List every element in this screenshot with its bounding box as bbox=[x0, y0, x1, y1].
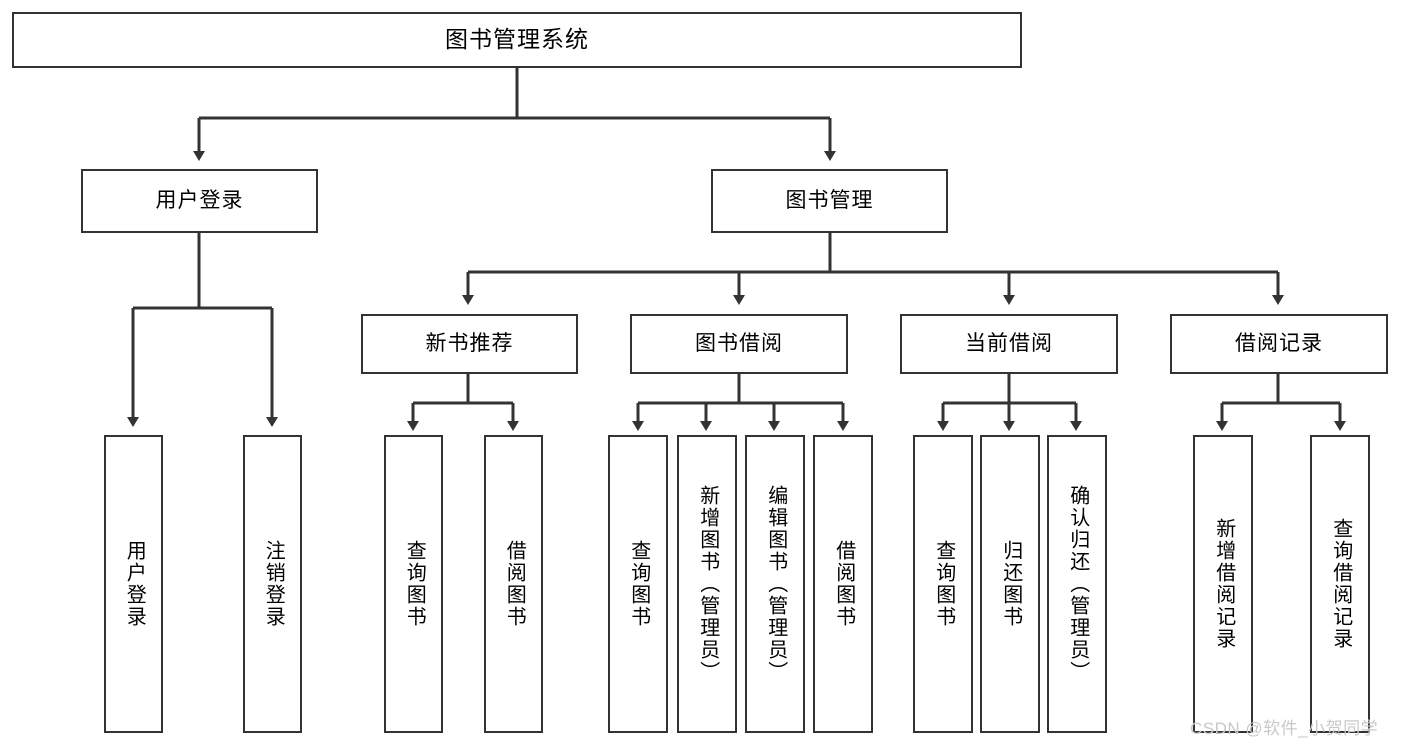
node-book-management[interactable]: 图书管理 bbox=[711, 169, 948, 233]
csdn-watermark: CSDN @软件_小贺同学 bbox=[1190, 719, 1379, 738]
leaf-current-return-book-label: 归还图书 bbox=[999, 540, 1022, 628]
leaf-record-add-record[interactable]: 新增借阅记录 bbox=[1193, 435, 1253, 733]
node-new-book-recommend[interactable]: 新书推荐 bbox=[361, 314, 578, 374]
leaf-borrow-add-book[interactable]: 新增图书（管理员） bbox=[677, 435, 737, 733]
node-book-borrow[interactable]: 图书借阅 bbox=[630, 314, 848, 374]
leaf-user-login-logout[interactable]: 注销登录 bbox=[243, 435, 302, 733]
node-new-book-recommend-label: 新书推荐 bbox=[425, 331, 514, 355]
leaf-recommend-query-book-label: 查询图书 bbox=[403, 540, 426, 628]
leaf-borrow-query-book[interactable]: 查询图书 bbox=[608, 435, 668, 733]
leaf-current-confirm-return-label: 确认归还（管理员） bbox=[1066, 485, 1089, 683]
leaf-borrow-edit-book[interactable]: 编辑图书（管理员） bbox=[745, 435, 805, 733]
leaf-current-confirm-return[interactable]: 确认归还（管理员） bbox=[1047, 435, 1107, 733]
leaf-borrow-borrow-book[interactable]: 借阅图书 bbox=[813, 435, 873, 733]
leaf-current-query-book-label: 查询图书 bbox=[932, 540, 955, 628]
leaf-current-return-book[interactable]: 归还图书 bbox=[980, 435, 1040, 733]
node-current-borrow-label: 当前借阅 bbox=[965, 331, 1053, 355]
leaf-current-query-book[interactable]: 查询图书 bbox=[913, 435, 973, 733]
leaf-recommend-borrow-book-label: 借阅图书 bbox=[503, 540, 526, 628]
leaf-recommend-borrow-book[interactable]: 借阅图书 bbox=[484, 435, 543, 733]
node-book-management-label: 图书管理 bbox=[785, 188, 874, 212]
leaf-borrow-borrow-book-label: 借阅图书 bbox=[832, 540, 855, 628]
node-borrow-record-label: 借阅记录 bbox=[1235, 331, 1323, 355]
node-root[interactable]: 图书管理系统 bbox=[12, 12, 1022, 68]
leaf-user-login-logout-label: 注销登录 bbox=[262, 540, 285, 628]
node-current-borrow[interactable]: 当前借阅 bbox=[900, 314, 1118, 374]
leaf-record-query-record[interactable]: 查询借阅记录 bbox=[1310, 435, 1370, 733]
leaf-user-login-login[interactable]: 用户登录 bbox=[104, 435, 163, 733]
leaf-borrow-add-book-label: 新增图书（管理员） bbox=[696, 485, 719, 683]
leaf-user-login-login-label: 用户登录 bbox=[123, 540, 146, 628]
node-borrow-record[interactable]: 借阅记录 bbox=[1170, 314, 1388, 374]
node-root-label: 图书管理系统 bbox=[445, 26, 589, 53]
leaf-record-query-record-label: 查询借阅记录 bbox=[1329, 518, 1352, 650]
leaf-recommend-query-book[interactable]: 查询图书 bbox=[384, 435, 443, 733]
node-book-borrow-label: 图书借阅 bbox=[695, 331, 783, 355]
leaf-borrow-query-book-label: 查询图书 bbox=[627, 540, 650, 628]
node-user-login-label: 用户登录 bbox=[155, 188, 244, 212]
leaf-record-add-record-label: 新增借阅记录 bbox=[1212, 518, 1235, 650]
leaf-borrow-edit-book-label: 编辑图书（管理员） bbox=[764, 485, 787, 683]
node-user-login[interactable]: 用户登录 bbox=[81, 169, 318, 233]
